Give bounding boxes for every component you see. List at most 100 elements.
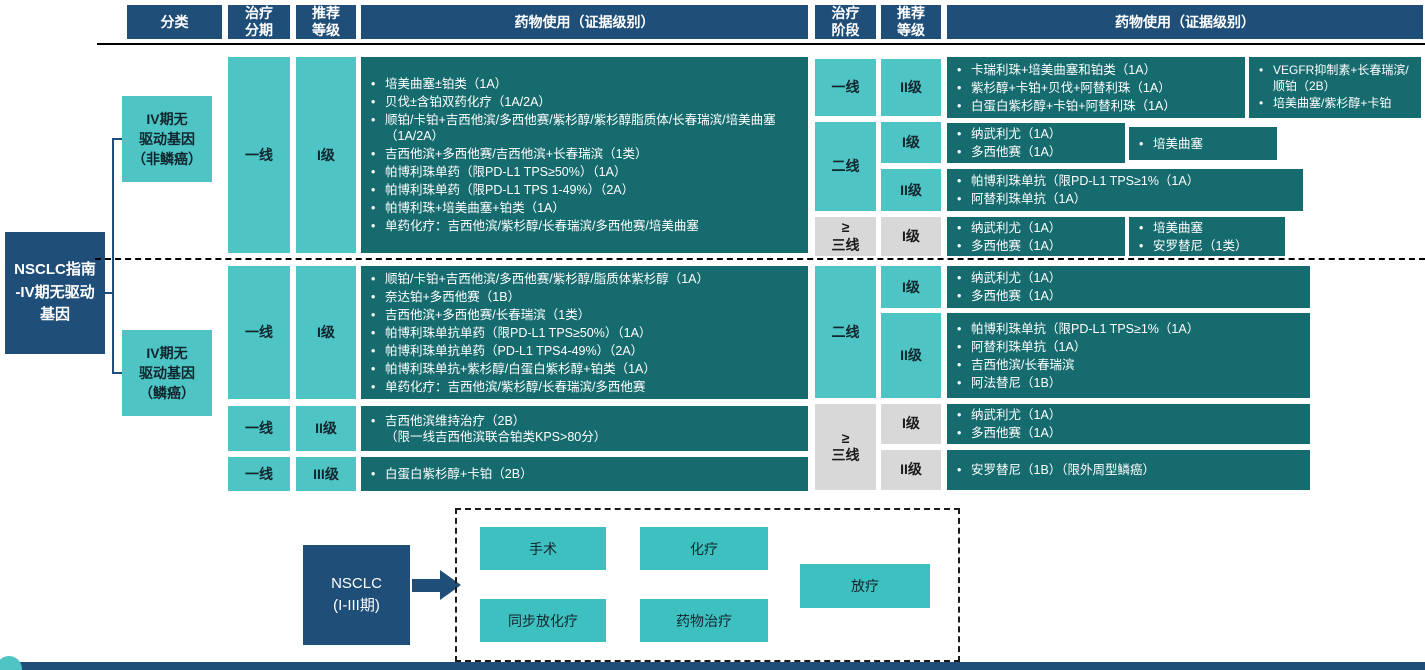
sq-right-row2-drug-list-ii: •安罗替尼（1B）（限外周型鳞癌） bbox=[947, 450, 1310, 490]
nonsq-right-row1-drug-list-a: •卡瑞利珠+培美曲塞和铂类（1A）•紫杉醇+卡铂+贝伐+阿替利珠（1A）•白蛋白… bbox=[947, 57, 1245, 118]
drug-item-label: 吉西他滨+多西他赛/长春瑞滨（1类） bbox=[385, 307, 591, 322]
drug-item-label: 纳武利尤（1A） bbox=[971, 408, 1062, 422]
bottom-accent-bar bbox=[0, 662, 1425, 670]
drug-item-label: 吉西他滨维持治疗（2B） （限一线吉西他滨联合铂类KPS>80分） bbox=[385, 413, 607, 444]
nonsq-right-row3-drug-list-a: •纳武利尤（1A）•多西他赛（1A） bbox=[947, 217, 1125, 256]
drug-item-label: 多西他赛（1A） bbox=[971, 289, 1062, 303]
drug-item: •奈达铂+多西他赛（1B） bbox=[369, 289, 800, 305]
sq-right-row1-level-ii: II级 bbox=[881, 313, 941, 398]
nsclc-stage-i-iii-node: NSCLC (I-III期) bbox=[303, 545, 410, 645]
drug-item-label: 卡瑞利珠+培美曲塞和铂类（1A） bbox=[971, 62, 1157, 77]
treatment-surgery: 手术 bbox=[480, 527, 606, 570]
nonsq-right-row2-drug-list-i: •纳武利尤（1A） • 多西他赛（1A） bbox=[947, 123, 1125, 163]
bullet-icon: • bbox=[371, 147, 376, 161]
drug-item-label: 培美曲塞 bbox=[1153, 136, 1204, 151]
drug-item: •安罗替尼（1类） bbox=[1137, 238, 1277, 254]
sq-right-row1-drug-list-ii: • 帕博利珠单抗（限PD-L1 TPS≥1%（1A） •阿替利珠单抗（1A） • 吉西他… bbox=[947, 313, 1310, 398]
drug-item: •单药化疗：吉西他滨/紫杉醇/长春瑞滨/多西他赛 bbox=[369, 379, 800, 395]
bullet-icon: • bbox=[371, 467, 376, 481]
sq-row3-level: III级 bbox=[296, 457, 356, 491]
drug-item: •帕博利珠单抗+紫杉醇/白蛋白紫杉醇+铂类（1A） bbox=[369, 361, 800, 377]
sq-right-row2-phase: ≥ 三线 bbox=[815, 404, 876, 490]
sq-row1-stage: 一线 bbox=[228, 266, 290, 399]
sq-row3-stage: 一线 bbox=[228, 457, 290, 491]
bullet-icon: • bbox=[957, 408, 962, 422]
drug-item: •帕博利珠+培美曲塞+铂类（1A） bbox=[369, 200, 800, 216]
drug-item-label: 阿替利珠单抗（1A） bbox=[971, 339, 1087, 354]
drug-item-label: 帕博利珠单药（限PD-L1 TPS 1-49%）（2A） bbox=[385, 183, 635, 197]
header-recommendation-level-left: 推荐 等级 bbox=[296, 5, 356, 39]
drug-item: •纳武利尤（1A） bbox=[955, 220, 1117, 236]
drug-item-label: 安罗替尼（1类） bbox=[1153, 238, 1248, 253]
nonsq-first-line-level: I级 bbox=[296, 57, 356, 253]
drug-item: • 帕博利珠单药（限PD-L1 TPS≥50%）（1A） bbox=[369, 164, 800, 180]
sq-right-row1-drug-list-i: •纳武利尤（1A）•多西他赛（1A） bbox=[947, 266, 1310, 308]
nonsq-first-line-stage: 一线 bbox=[228, 57, 290, 253]
drug-item: •阿替利珠单抗（1A） bbox=[955, 339, 1302, 355]
bullet-icon: • bbox=[957, 321, 962, 336]
sq-right-row2-level-i: I级 bbox=[881, 404, 941, 444]
bullet-icon: • bbox=[1139, 136, 1144, 151]
treatment-concurrent-chemoradiotherapy: 同步放化疗 bbox=[480, 599, 606, 642]
nonsq-first-line-drug-list: •培美曲塞±铂类（1A） •贝伐±含铂双药化疗（1A/2A） • 顺铂/卡铂+吉西他滨… bbox=[361, 57, 808, 253]
bullet-icon: • bbox=[371, 361, 376, 376]
bullet-icon: • bbox=[371, 289, 376, 304]
header-treatment-stage: 治疗 分期 bbox=[228, 5, 290, 39]
connector-line-vertical bbox=[112, 138, 114, 374]
bullet-icon: • bbox=[371, 201, 376, 215]
bullet-icon: • bbox=[957, 375, 962, 390]
sq-row2-stage: 一线 bbox=[228, 406, 290, 451]
drug-item-label: 顺铂/卡铂+吉西他滨/多西他赛/紫杉醇/紫杉醇脂质体/长春瑞滨/培美曲塞（1A/… bbox=[385, 113, 776, 143]
bullet-icon: • bbox=[957, 426, 962, 440]
nonsq-right-row2-level-i: I级 bbox=[881, 122, 941, 163]
header-drug-use-right: 药物使用（证据级别） bbox=[947, 5, 1423, 39]
drug-item-label: 纳武利尤（1A） bbox=[971, 127, 1062, 141]
bullet-icon: • bbox=[957, 80, 962, 95]
drug-item-label: 安罗替尼（1B）（限外周型鳞癌） bbox=[971, 463, 1156, 477]
nonsq-right-row1-drug-list-b: •VEGFR抑制素+长春瑞滨/顺铂（2B）•培美曲塞/紫杉醇+卡铂 bbox=[1249, 57, 1421, 118]
bullet-icon: • bbox=[371, 307, 376, 322]
drug-item-label: 多西他赛（1A） bbox=[971, 426, 1062, 440]
header-drug-use-left: 药物使用（证据级别） bbox=[361, 5, 808, 39]
drug-item: •单药化疗：吉西他滨/紫杉醇/长春瑞滨/多西他赛/培美曲塞 bbox=[369, 218, 800, 234]
nonsq-right-row3-phase: ≥ 三线 bbox=[815, 217, 876, 256]
bullet-icon: • bbox=[371, 325, 376, 340]
drug-item-label: 吉西他滨/长春瑞滨 bbox=[971, 357, 1075, 372]
bullet-icon: • bbox=[957, 145, 962, 159]
sq-right-row2-drug-list-i: • 纳武利尤（1A） • 多西他赛（1A） bbox=[947, 404, 1310, 444]
bullet-icon: • bbox=[957, 62, 962, 77]
nonsq-right-row1-level: II级 bbox=[881, 59, 941, 116]
bullet-icon: • bbox=[371, 343, 376, 358]
bullet-icon: • bbox=[371, 113, 376, 127]
node-squamous: IV期无 驱动基因 （鳞癌） bbox=[122, 330, 212, 416]
stage-i-iii-treatments-panel bbox=[455, 508, 960, 662]
treatment-drug-therapy: 药物治疗 bbox=[640, 599, 768, 642]
bullet-icon: • bbox=[371, 165, 376, 179]
drug-item: • 吉西他滨+多西他赛/长春瑞滨（1类） bbox=[369, 307, 800, 323]
nonsq-right-row2-drug-list-ii: •帕博利珠单抗（限PD-L1 TPS≥1%（1A）•阿替利珠单抗（1A） bbox=[947, 169, 1303, 211]
nonsq-right-row3-level: I级 bbox=[881, 217, 941, 256]
drug-item-label: 帕博利珠单抗（限PD-L1 TPS≥1%（1A） bbox=[971, 321, 1200, 336]
treatment-chemotherapy: 化疗 bbox=[640, 527, 768, 570]
sq-right-row2-level-ii: II级 bbox=[881, 450, 941, 490]
bullet-icon: • bbox=[371, 379, 376, 394]
drug-item: •VEGFR抑制素+长春瑞滨/顺铂（2B） bbox=[1257, 63, 1413, 94]
bullet-icon: • bbox=[1259, 96, 1264, 111]
bullet-icon: • bbox=[957, 98, 962, 113]
drug-item-label: 多西他赛（1A） bbox=[971, 145, 1062, 159]
header-treatment-phase: 治疗 阶段 bbox=[815, 5, 876, 39]
drug-item: •吉西他滨维持治疗（2B） （限一线吉西他滨联合铂类KPS>80分） bbox=[369, 413, 800, 445]
drug-item: •贝伐±含铂双药化疗（1A/2A） bbox=[369, 94, 800, 110]
drug-item: •安罗替尼（1B）（限外周型鳞癌） bbox=[955, 462, 1302, 478]
header-classification: 分类 bbox=[127, 5, 222, 39]
drug-item: •纳武利尤（1A） bbox=[955, 270, 1302, 286]
drug-item: • 多西他赛（1A） bbox=[955, 425, 1302, 441]
drug-item: • 帕博利珠单抗（限PD-L1 TPS≥1%（1A） bbox=[955, 321, 1302, 337]
drug-item-label: 纳武利尤（1A） bbox=[971, 220, 1062, 235]
drug-item: •纳武利尤（1A） bbox=[955, 126, 1117, 142]
drug-item: •培美曲塞±铂类（1A） bbox=[369, 76, 800, 92]
drug-item-label: 顺铂/卡铂+吉西他滨/多西他赛/紫杉醇/脂质体紫杉醇（1A） bbox=[385, 271, 709, 286]
drug-item: • 纳武利尤（1A） bbox=[955, 407, 1302, 423]
drug-item-label: 帕博利珠单药（限PD-L1 TPS≥50%）（1A） bbox=[385, 165, 627, 179]
